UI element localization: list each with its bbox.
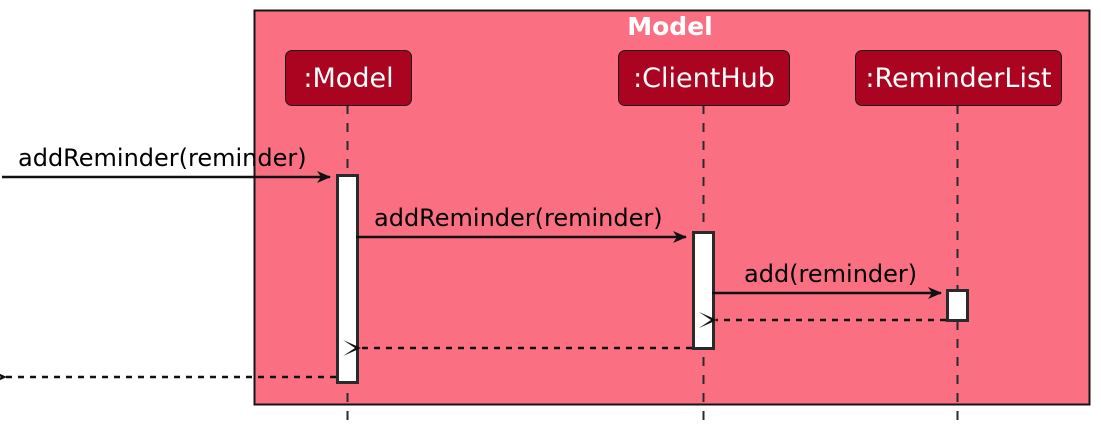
frame-title: Model — [627, 12, 713, 41]
participant-box-reminderlist[interactable]: :ReminderList — [855, 50, 1062, 106]
activation-bar-clienthub — [692, 231, 715, 350]
message-label-2: addReminder(reminder) — [374, 204, 663, 232]
activation-bar-reminderlist — [946, 289, 969, 322]
message-label-3: add(reminder) — [744, 260, 918, 288]
participant-label-clienthub: :ClientHub — [633, 62, 775, 94]
participant-label-reminderlist: :ReminderList — [865, 62, 1052, 94]
participant-box-model[interactable]: :Model — [285, 50, 412, 106]
participant-box-clienthub[interactable]: :ClientHub — [618, 50, 790, 106]
message-label-1: addReminder(reminder) — [18, 144, 307, 172]
participant-label-model: :Model — [303, 62, 394, 94]
activation-bar-model — [336, 174, 359, 384]
